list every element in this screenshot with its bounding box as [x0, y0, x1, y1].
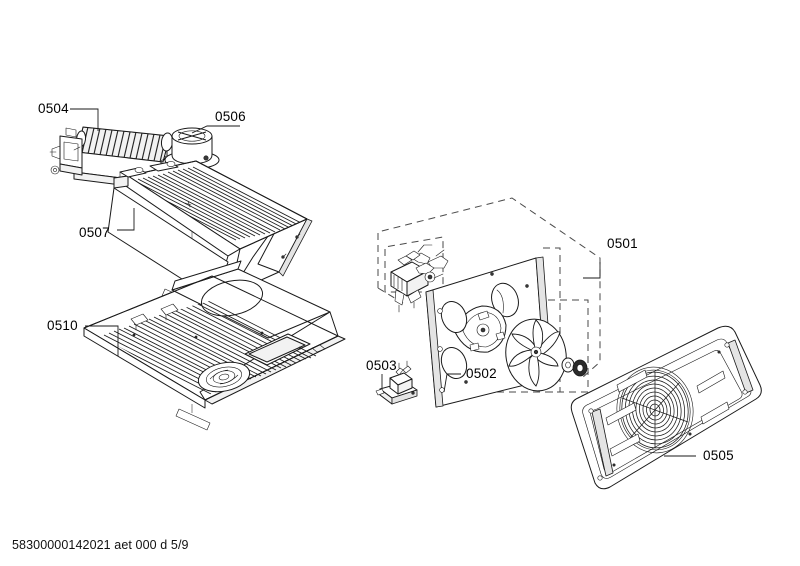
part-label-0510: 0510 — [47, 318, 78, 333]
part-label-0507: 0507 — [79, 225, 110, 240]
document-footer-code: 58300000142021 aet 000 d 5/9 — [12, 538, 189, 552]
part-label-0504: 0504 — [38, 101, 69, 116]
callout-0501 — [583, 262, 601, 279]
fan-motor-assembly — [390, 244, 449, 313]
part-0510-top-base-panel — [83, 260, 346, 431]
part-label-0502: 0502 — [466, 366, 497, 381]
fan-impeller — [505, 318, 588, 392]
part-label-0503: 0503 — [366, 358, 397, 373]
part-label-0506: 0506 — [215, 109, 246, 124]
part-label-0501: 0501 — [607, 236, 638, 251]
part-0507-ribbed-duct-cover — [107, 160, 313, 311]
part-0503-thermal-limiter — [375, 360, 418, 405]
callout-0506 — [191, 125, 240, 134]
part-0505-rear-cover-panel — [570, 325, 762, 490]
group-boundary-motor — [384, 236, 444, 293]
callout-0510 — [85, 325, 119, 356]
part-label-0505: 0505 — [703, 448, 734, 463]
callout-0507 — [117, 208, 135, 231]
callout-0504 — [70, 108, 99, 131]
callout-0502 — [443, 373, 461, 393]
